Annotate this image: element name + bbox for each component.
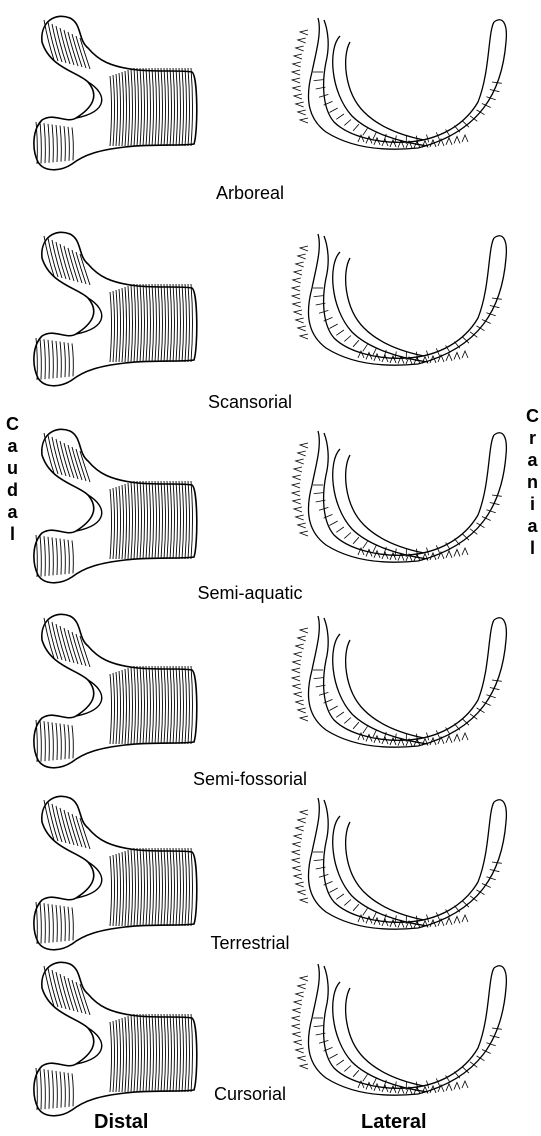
cranial-letter: C xyxy=(526,405,539,427)
row-label: Semi-aquatic xyxy=(150,583,350,604)
distal-view-drawing xyxy=(30,12,205,177)
cranial-letter: a xyxy=(527,449,537,471)
cranial-letter: l xyxy=(530,537,535,559)
lateral-view-drawing xyxy=(268,425,518,575)
caudal-letter: C xyxy=(6,413,19,435)
row-label: Semi-fossorial xyxy=(150,769,350,790)
caudal-letter: u xyxy=(7,457,18,479)
lateral-view-label: Lateral xyxy=(361,1111,427,1134)
caudal-letter: d xyxy=(7,479,18,501)
lateral-view-drawing xyxy=(268,792,518,942)
lateral-view-drawing xyxy=(268,12,518,162)
distal-view-drawing xyxy=(30,228,205,393)
lateral-view-drawing xyxy=(268,610,518,760)
caudal-letter: a xyxy=(7,435,17,457)
row-label: Scansorial xyxy=(150,392,350,413)
cranial-letter: r xyxy=(529,427,536,449)
caudal-letter: a xyxy=(7,501,17,523)
lateral-view-drawing xyxy=(268,228,518,378)
row-label: Cursorial xyxy=(150,1084,350,1105)
distal-view-label: Distal xyxy=(94,1111,148,1134)
row-label: Terrestrial xyxy=(150,933,350,954)
cranial-letter: a xyxy=(527,515,537,537)
row-label: Arboreal xyxy=(150,183,350,204)
distal-view-drawing xyxy=(30,425,205,590)
cranial-letter: n xyxy=(527,471,538,493)
caudal-letter: l xyxy=(10,523,15,545)
cranial-letter: i xyxy=(530,493,535,515)
distal-view-drawing xyxy=(30,610,205,775)
